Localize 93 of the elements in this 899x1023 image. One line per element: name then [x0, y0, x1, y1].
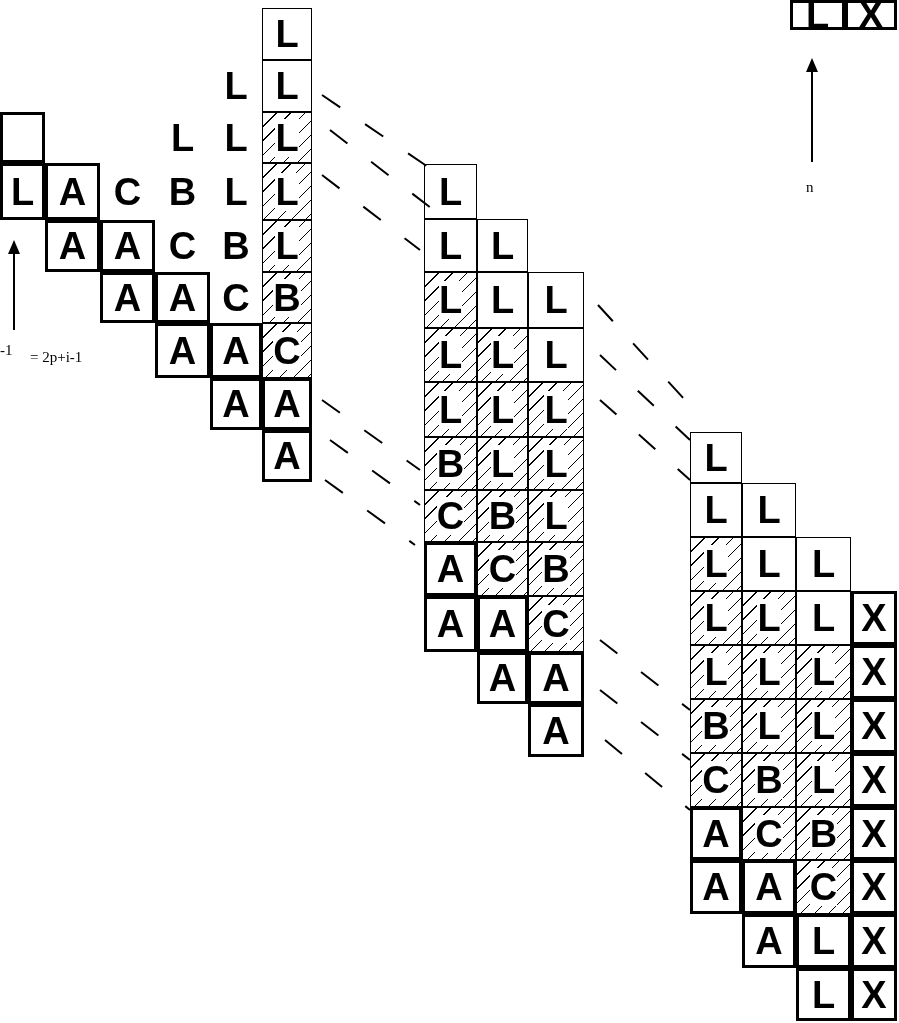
hatched-matrix-cell: C: [528, 596, 584, 652]
matrix-cell: A: [742, 860, 796, 914]
matrix-cell: L: [690, 432, 742, 483]
hatched-matrix-cell: L: [690, 537, 742, 591]
matrix-cell: A: [424, 542, 477, 596]
matrix-cell: A: [477, 596, 528, 652]
hatched-matrix-cell: L: [424, 382, 477, 437]
hatched-matrix-cell: B: [742, 753, 796, 807]
matrix-cell: A: [45, 163, 100, 220]
matrix-cell: B: [210, 220, 262, 272]
hatched-matrix-cell: L: [424, 272, 477, 328]
hatched-matrix-cell: L: [528, 437, 584, 490]
matrix-cell: B: [155, 163, 210, 220]
matrix-cell: A: [528, 704, 584, 757]
matrix-cell: L: [210, 163, 262, 220]
matrix-cell: X: [851, 753, 897, 807]
matrix-cell: L: [0, 163, 45, 220]
hatched-matrix-cell: C: [262, 323, 312, 378]
matrix-cell: C: [100, 163, 155, 220]
matrix-cell: L: [528, 328, 584, 382]
empty-cell: [0, 112, 45, 163]
matrix-cell: L: [210, 60, 262, 112]
matrix-cell: A: [690, 860, 742, 914]
matrix-cell: L: [742, 483, 796, 537]
matrix-cell: A: [155, 323, 210, 378]
matrix-cell: C: [210, 272, 262, 323]
matrix-cell: C: [155, 220, 210, 272]
matrix-cell: A: [690, 807, 742, 860]
matrix-cell: L: [477, 219, 528, 272]
matrix-cell: A: [477, 652, 528, 704]
matrix-cell: L: [210, 112, 262, 163]
hatched-matrix-cell: B: [528, 542, 584, 596]
hatched-matrix-cell: L: [690, 591, 742, 645]
hatched-matrix-cell: L: [690, 645, 742, 699]
hatched-matrix-cell: L: [477, 437, 528, 490]
hatched-matrix-cell: L: [477, 382, 528, 437]
hatched-matrix-cell: L: [262, 112, 312, 163]
hatched-matrix-cell: L: [262, 163, 312, 220]
hatched-matrix-cell: L: [796, 699, 851, 753]
hatched-matrix-cell: B: [262, 272, 312, 323]
matrix-cell: L: [742, 537, 796, 591]
matrix-cell: A: [100, 220, 155, 272]
formula-label: -1: [0, 343, 13, 358]
matrix-cell: A: [155, 272, 210, 323]
matrix-cell: A: [262, 430, 312, 482]
hatched-matrix-cell: L: [424, 328, 477, 382]
hatched-matrix-cell: L: [742, 591, 796, 645]
matrix-cell: X: [851, 914, 897, 968]
formula-label: n: [806, 180, 814, 195]
matrix-cell: L: [796, 914, 851, 968]
matrix-cell: A: [424, 596, 477, 652]
hatched-matrix-cell: B: [690, 699, 742, 753]
matrix-cell: X: [851, 699, 897, 753]
hatched-matrix-cell: C: [796, 860, 851, 914]
matrix-cell: L: [424, 219, 477, 272]
hatched-matrix-cell: L: [528, 490, 584, 542]
hatched-matrix-cell: C: [690, 753, 742, 807]
hatched-matrix-cell: C: [424, 490, 477, 542]
matrix-cell: X: [851, 807, 897, 860]
hatched-matrix-cell: B: [424, 437, 477, 490]
matrix-cell: X: [851, 860, 897, 914]
matrix-cell: A: [528, 652, 584, 704]
matrix-cell: X: [851, 591, 897, 645]
hatched-matrix-cell: L: [796, 753, 851, 807]
formula-label: = 2p+i-1: [30, 350, 83, 365]
matrix-cell: A: [210, 323, 262, 378]
matrix-cell: X: [851, 645, 897, 699]
matrix-cell: L: [796, 591, 851, 645]
hatched-matrix-cell: L: [528, 382, 584, 437]
matrix-cell: L: [155, 112, 210, 163]
matrix-cell: L: [796, 537, 851, 591]
hatched-matrix-cell: C: [742, 807, 796, 860]
matrix-cell: L: [690, 483, 742, 537]
hatched-matrix-cell: C: [477, 542, 528, 596]
matrix-cell: L: [796, 968, 851, 1021]
hatched-matrix-cell: B: [477, 490, 528, 542]
hatched-matrix-cell: L: [742, 699, 796, 753]
matrix-cell: A: [262, 378, 312, 430]
hatched-matrix-cell: B: [796, 807, 851, 860]
matrix-cell: A: [210, 378, 262, 430]
matrix-cell: L: [262, 60, 312, 112]
hatched-matrix-cell: L: [796, 645, 851, 699]
matrix-cell: L: [424, 164, 477, 219]
matrix-cell: A: [45, 220, 100, 272]
matrix-cell: L: [262, 8, 312, 60]
matrix-cell: A: [742, 914, 796, 968]
hatched-matrix-cell: L: [742, 645, 796, 699]
hatched-matrix-cell: L: [262, 220, 312, 272]
matrix-cell: L: [477, 272, 528, 328]
matrix-cell: X: [851, 968, 897, 1021]
hatched-matrix-cell: L: [477, 328, 528, 382]
matrix-cell: L: [528, 272, 584, 328]
matrix-cell: A: [100, 272, 155, 323]
